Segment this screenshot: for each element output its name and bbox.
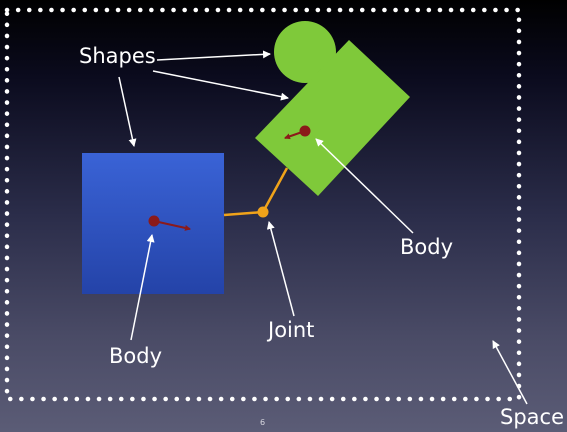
arrow-shapes-to-blue-box: [118, 76, 137, 147]
space-label: Space: [500, 405, 564, 429]
shapes-label: Shapes: [79, 44, 156, 68]
arrow-body-left: [130, 234, 155, 341]
space-boundary: [4, 7, 522, 402]
page-number: 6: [260, 418, 266, 427]
arrow-shapes-to-circle: [156, 50, 271, 61]
right-body-center: [299, 125, 311, 137]
joint-label: Joint: [268, 318, 315, 342]
arrow-joint: [266, 221, 295, 317]
joint-link-left: [223, 210, 264, 217]
body-left-label: Body: [109, 344, 163, 368]
joint-link-right: [261, 167, 289, 213]
green-circle-shape: [274, 21, 336, 83]
arrow-shapes-to-box: [152, 70, 289, 101]
arrow-body-right: [315, 138, 414, 234]
arrow-space: [492, 340, 528, 405]
body-right-label: Body: [400, 235, 454, 259]
left-body-center: [148, 215, 160, 227]
joint-anchor: [257, 206, 269, 218]
left-body-velocity: [153, 220, 191, 231]
green-box-shape: [255, 40, 410, 196]
